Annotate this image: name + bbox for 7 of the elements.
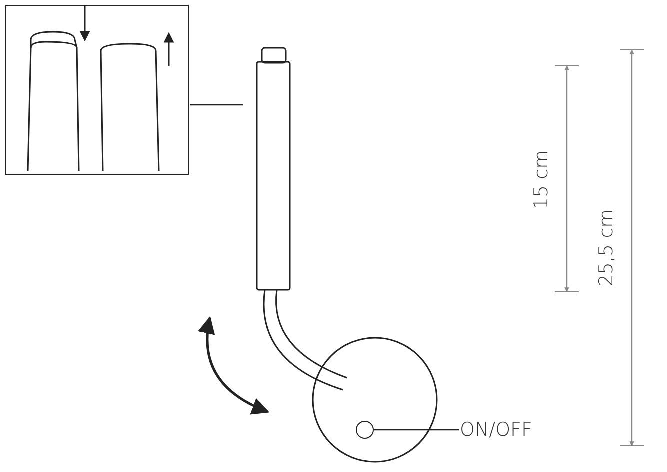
leader-line (374, 429, 459, 431)
inset-detail-drawing (5, 5, 189, 175)
leader-line (190, 104, 243, 106)
dimension-label: 15 cm (530, 150, 552, 210)
dimension-label: 25,5 cm (595, 209, 618, 287)
switch-label: ON/OFF (460, 419, 532, 441)
switch-button (356, 421, 374, 439)
